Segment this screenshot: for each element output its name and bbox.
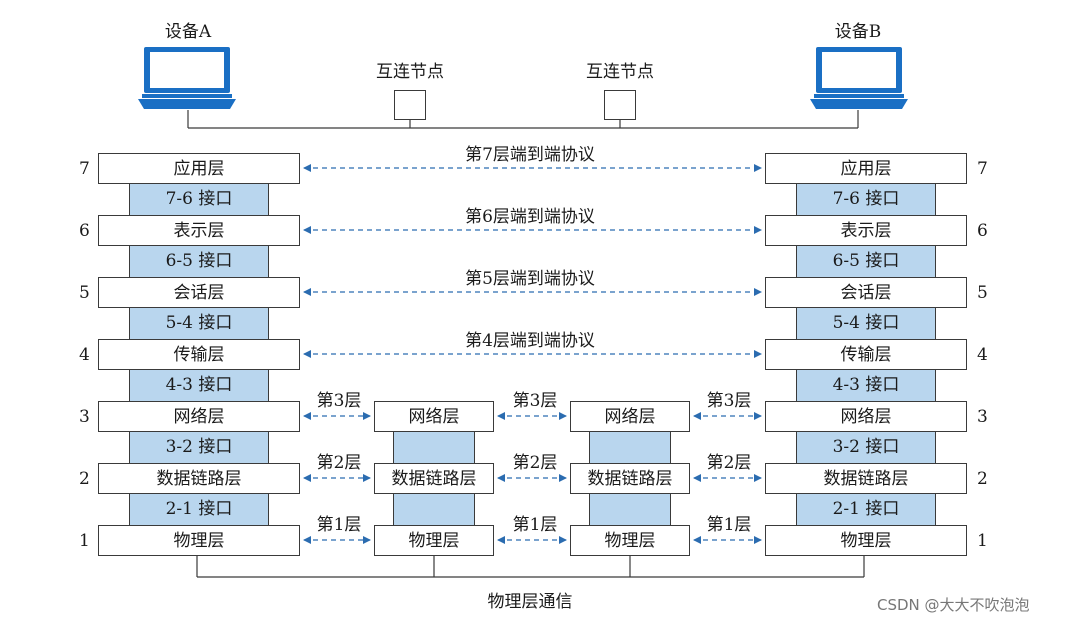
relay-layer-physical: 物理层 [374,525,494,556]
interface-3-2: 3-2 接口 [796,432,936,463]
device-b-label: 设备B [834,22,882,42]
layer-box-physical: 物理层 [98,525,300,556]
relay-node-box [394,90,426,120]
hop-label-1: 第1层 [706,515,752,535]
device-a-label: 设备A [164,22,212,42]
protocol-arrows [303,164,762,544]
layer-number-right: 5 [977,283,988,303]
physical-communication-label: 物理层通信 [487,592,573,612]
interface-6-5: 6-5 接口 [129,246,269,277]
relay-layer-data-link: 数据链路层 [570,463,690,494]
relay-node-label: 互连节点 [586,62,654,82]
layer-number-right: 4 [977,345,988,365]
layer-box-data-link: 数据链路层 [765,463,967,494]
layer-box-transport: 传输层 [765,339,967,370]
relay-interface-fill [393,432,475,463]
laptop-icon [810,47,908,109]
protocol-label-7: 第7层端到端协议 [465,145,595,165]
relay-layer-network: 网络层 [374,401,494,432]
hop-label-3: 第3层 [316,391,362,411]
device-b [806,45,912,119]
layer-number-left: 7 [79,159,90,179]
layer-box-presentation: 表示层 [98,215,300,246]
layer-number-left: 6 [79,221,90,241]
layer-box-physical: 物理层 [765,525,967,556]
layer-box-network: 网络层 [98,401,300,432]
interface-2-1: 2-1 接口 [796,494,936,525]
hop-label-2: 第2层 [316,453,362,473]
layer-number-right: 6 [977,221,988,241]
device-a [134,45,240,119]
protocol-label-6: 第6层端到端协议 [465,207,595,227]
layer-number-right: 1 [977,531,988,551]
physical-link-line [196,556,865,578]
relay-layer-physical: 物理层 [570,525,690,556]
watermark: CSDN @大大不吹泡泡 [877,596,1030,614]
layer-box-application: 应用层 [765,153,967,184]
layer-number-left: 1 [79,531,90,551]
relay-interface-fill [589,494,671,525]
interface-3-2: 3-2 接口 [129,432,269,463]
device-link-line [187,110,859,129]
protocol-label-4: 第4层端到端协议 [465,331,595,351]
layer-number-right: 7 [977,159,988,179]
layer-number-left: 2 [79,469,90,489]
laptop-icon [138,47,236,109]
relay-interface-fill [393,494,475,525]
interface-6-5: 6-5 接口 [796,246,936,277]
interface-2-1: 2-1 接口 [129,494,269,525]
layer-number-left: 4 [79,345,90,365]
interface-4-3: 4-3 接口 [796,370,936,401]
relay-layer-network: 网络层 [570,401,690,432]
hop-label-1: 第1层 [316,515,362,535]
layer-number-right: 3 [977,407,988,427]
hop-label-2: 第2层 [706,453,752,473]
layer-number-right: 2 [977,469,988,489]
interface-5-4: 5-4 接口 [796,308,936,339]
layer-box-data-link: 数据链路层 [98,463,300,494]
layer-number-left: 5 [79,283,90,303]
hop-label-2: 第2层 [512,453,558,473]
hop-label-3: 第3层 [706,391,752,411]
layer-number-left: 3 [79,407,90,427]
relay-node-box [604,90,636,120]
layer-box-session: 会话层 [98,277,300,308]
layer-box-network: 网络层 [765,401,967,432]
protocol-label-5: 第5层端到端协议 [465,269,595,289]
interface-4-3: 4-3 接口 [129,370,269,401]
relay-interface-fill [589,432,671,463]
relay-layer-data-link: 数据链路层 [374,463,494,494]
relay-node-label: 互连节点 [376,62,444,82]
layer-box-presentation: 表示层 [765,215,967,246]
interface-7-6: 7-6 接口 [796,184,936,215]
interface-5-4: 5-4 接口 [129,308,269,339]
layer-box-application: 应用层 [98,153,300,184]
layer-box-transport: 传输层 [98,339,300,370]
layer-box-session: 会话层 [765,277,967,308]
interface-7-6: 7-6 接口 [129,184,269,215]
hop-label-3: 第3层 [512,391,558,411]
hop-label-1: 第1层 [512,515,558,535]
